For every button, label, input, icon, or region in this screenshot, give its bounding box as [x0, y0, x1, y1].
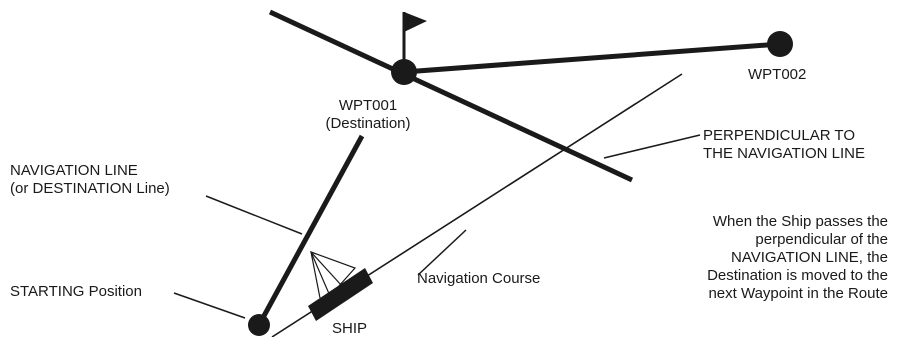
starting-position-marker — [248, 314, 270, 336]
wpt002-marker — [767, 31, 793, 57]
navigation-course-label: Navigation Course — [417, 270, 541, 287]
perpendicular-leader — [603, 134, 701, 159]
note-line-2: perpendicular of the — [755, 231, 888, 248]
navigation-line-label-line-1: NAVIGATION LINE — [10, 162, 138, 179]
note-line-1: When the Ship passes the — [712, 213, 888, 230]
navigation-line-label: NAVIGATION LINE (or DESTINATION Line) — [10, 162, 170, 198]
wpt001-label: WPT001 (Destination) — [320, 97, 416, 133]
starting-position-leader — [173, 292, 246, 319]
starting-position-label: STARTING Position — [10, 283, 142, 300]
perpendicular-label-line-1: PERPENDICULAR TO — [703, 127, 855, 144]
ship-label: SHIP — [332, 320, 368, 337]
note-line-5: next Waypoint in the Route — [708, 285, 888, 302]
wpt001-marker — [391, 59, 417, 85]
route-note: When the Ship passes the perpendicular o… — [707, 213, 888, 303]
flag-icon — [404, 12, 427, 32]
navigation-line — [256, 134, 365, 327]
note-line-4: Destination is moved to the — [707, 267, 888, 284]
navigation-course-leader — [417, 229, 467, 276]
route-leg-line — [403, 41, 781, 75]
perpendicular-label-line-2: THE NAVIGATION LINE — [703, 145, 865, 162]
navigation-line-label-line-2: (or DESTINATION Line) — [10, 180, 170, 197]
navigation-line-leader — [205, 195, 303, 235]
wpt002-label: WPT002 — [748, 66, 807, 83]
wpt001-name: WPT001 — [338, 97, 398, 114]
wpt001-role: (Destination) — [325, 115, 411, 132]
ship-icon — [308, 250, 373, 321]
perpendicular-label: PERPENDICULAR TO THE NAVIGATION LINE — [703, 127, 865, 163]
note-line-3: NAVIGATION LINE, the — [731, 249, 888, 266]
perpendicular-line — [268, 9, 634, 183]
